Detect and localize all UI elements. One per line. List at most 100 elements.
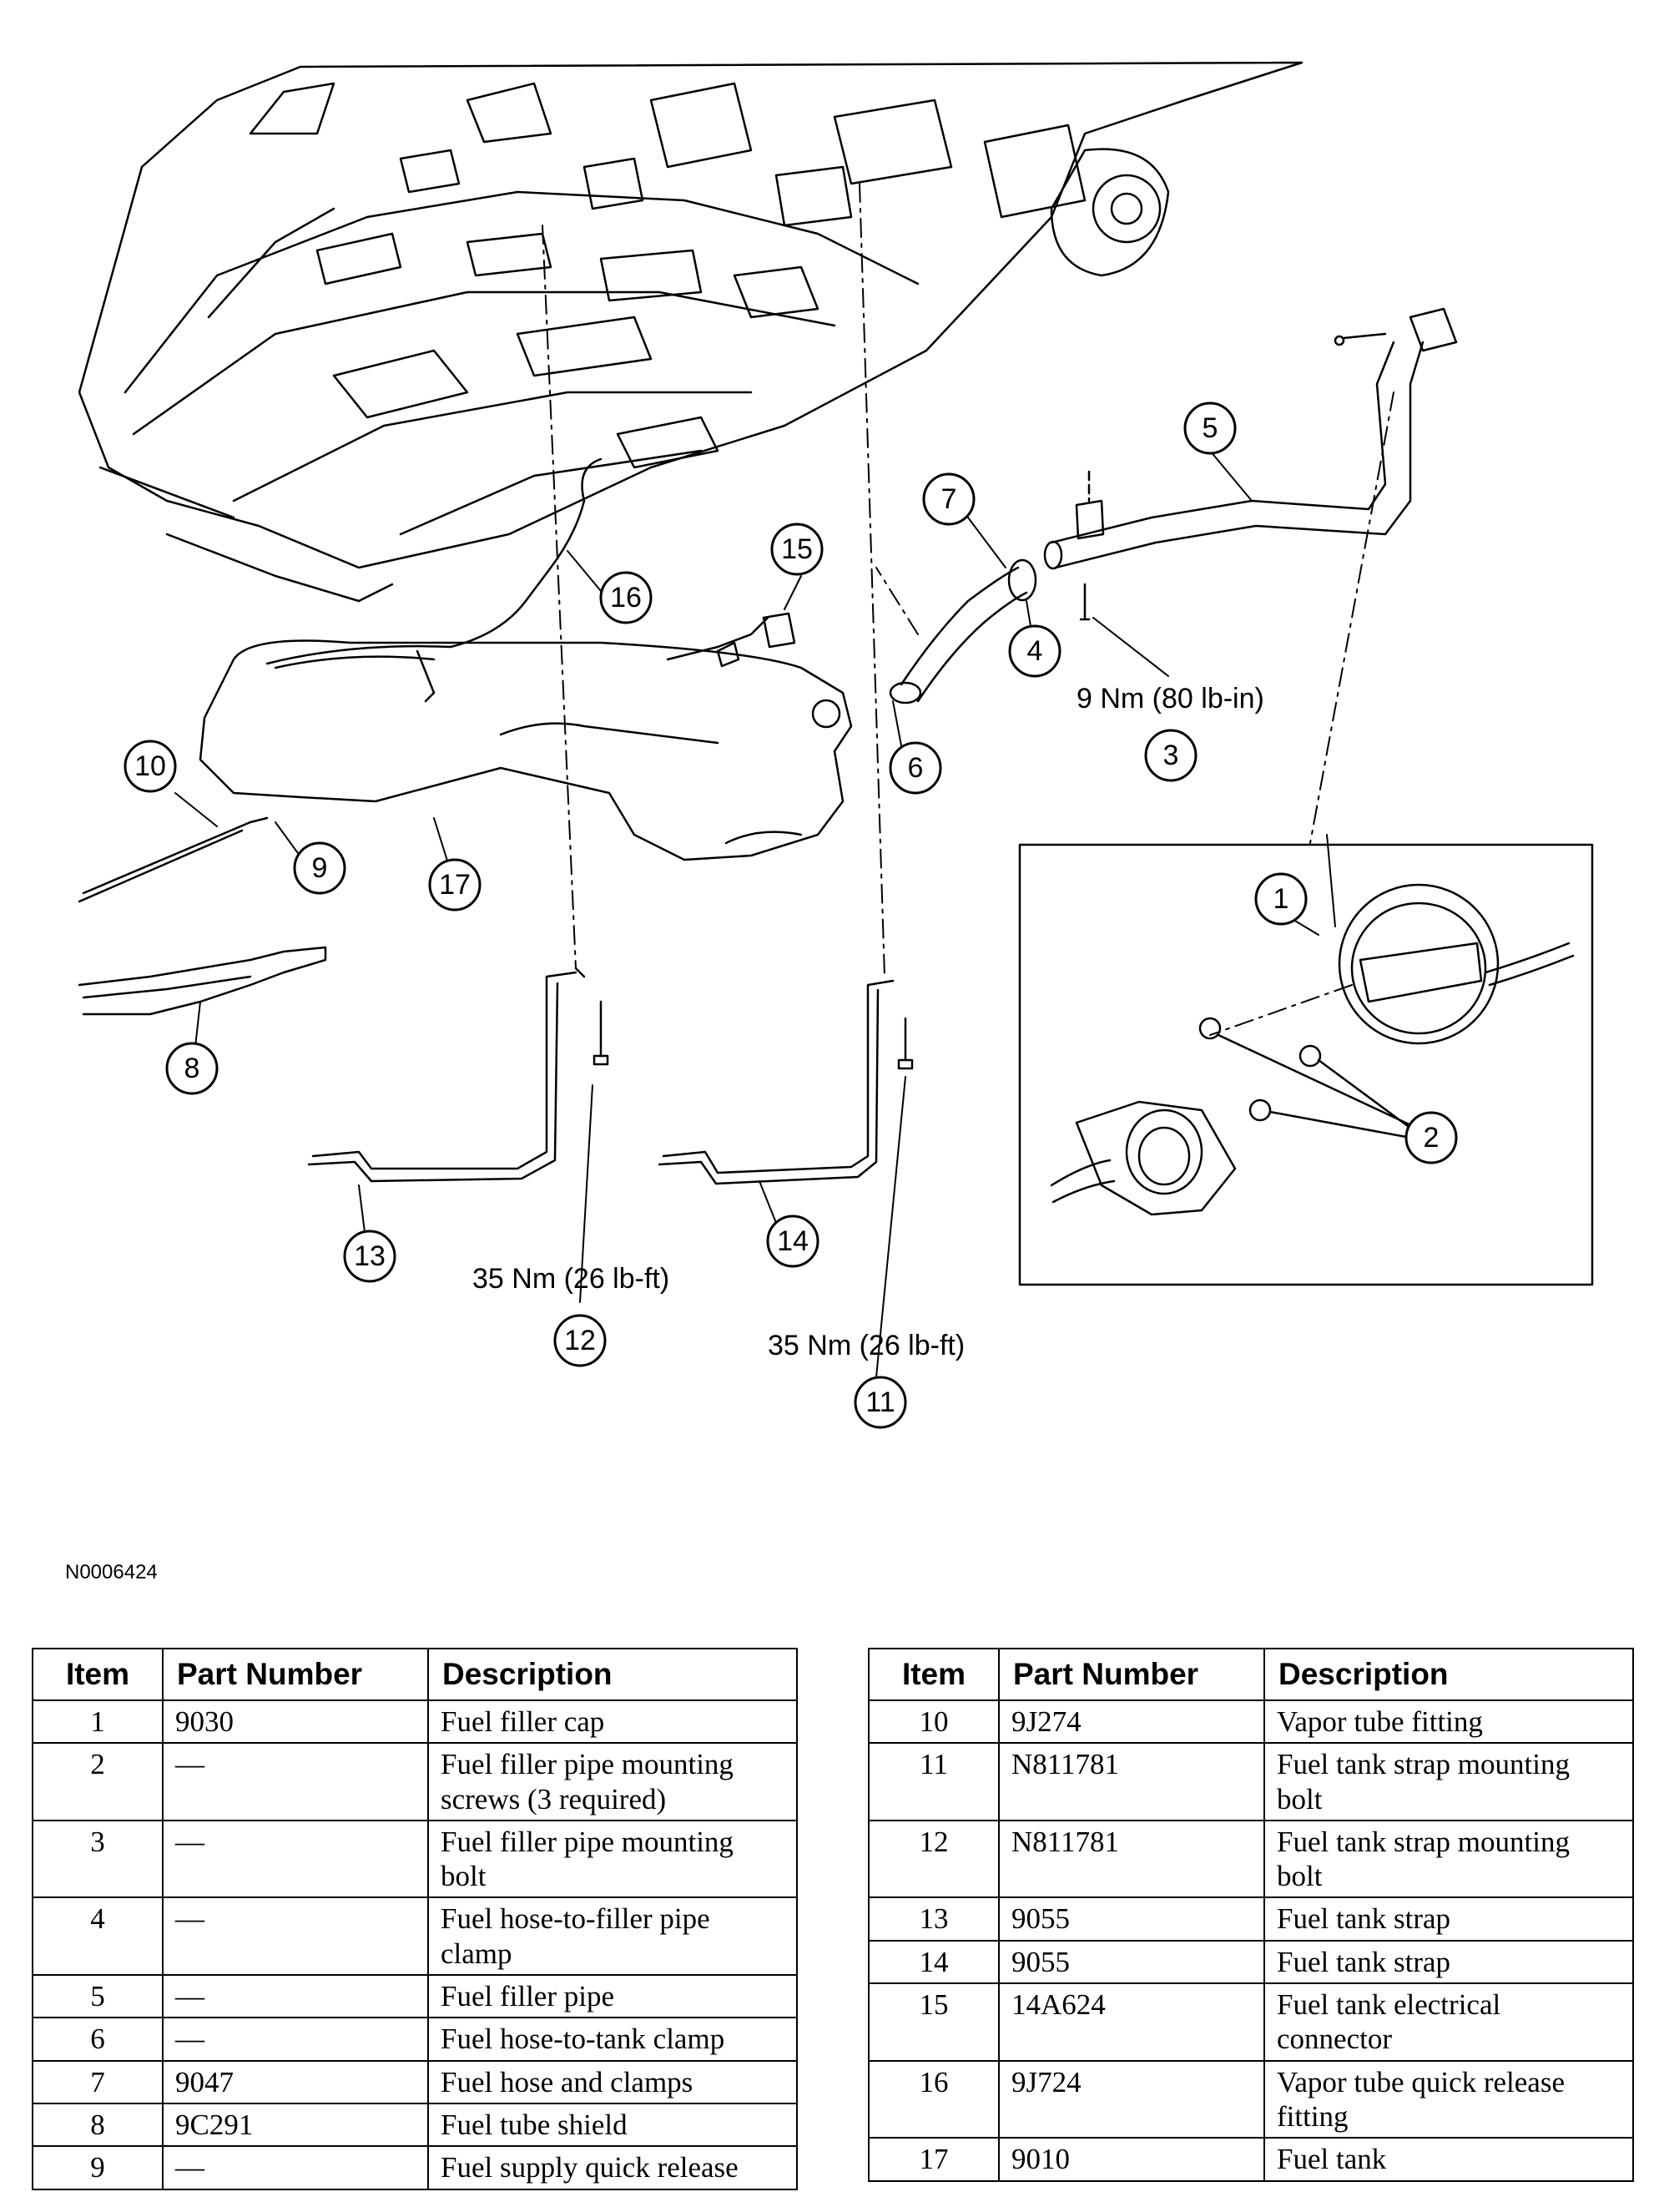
- torque-spec-bolt-11: 35 Nm (26 lb-ft): [768, 1330, 965, 1361]
- cell-item: 3: [32, 1819, 164, 1899]
- header-part-number: Part Number: [162, 1648, 429, 1701]
- fuel-tank-strap-13: [307, 967, 586, 1183]
- cell-item: 9: [32, 2145, 164, 2190]
- callout-label: 6: [908, 752, 924, 784]
- electrical-connector: [716, 612, 796, 668]
- cell-part-number: 9J724: [998, 2059, 1265, 2139]
- callout-1: 1: [1254, 872, 1308, 926]
- callout-label: 17: [439, 869, 471, 901]
- cell-part-number: N811781: [998, 1819, 1265, 1899]
- table-row: 7 9047 Fuel hose and clamps: [32, 2059, 798, 2104]
- cell-part-number: 9C291: [162, 2102, 429, 2148]
- cell-item: 15: [868, 1982, 1000, 2062]
- table-header-row: Item Part Number Description: [868, 1648, 1634, 1701]
- description-line: Fuel filler pipe mounting: [441, 1748, 734, 1781]
- callout-label: 9: [312, 852, 328, 884]
- torque-spec-bolt-3: 9 Nm (80 lb-in): [1077, 683, 1264, 715]
- header-description: Description: [427, 1648, 798, 1701]
- cell-item: 17: [868, 2137, 1000, 2182]
- cell-item: 5: [32, 1974, 164, 2019]
- callout-5: 5: [1183, 401, 1237, 455]
- alignment-lines: [542, 183, 1394, 1036]
- figure-id: N0006424: [65, 1561, 158, 1583]
- callout-label: 7: [941, 483, 957, 515]
- callout-6: 6: [889, 741, 942, 795]
- fuel-tank: [199, 639, 853, 861]
- cell-part-number: 9055: [998, 1939, 1265, 1985]
- table-row: 12 N811781 Fuel tank strap mounting bolt: [868, 1819, 1634, 1899]
- table-row: 10 9J274 Vapor tube fitting: [868, 1699, 1634, 1745]
- table-row: 6 — Fuel hose-to-tank clamp: [32, 2017, 798, 2062]
- callout-12: 12: [553, 1314, 607, 1367]
- table-row: 15 14A624 Fuel tank electrical connector: [868, 1982, 1634, 2062]
- filler-cap-detail-inset: [1018, 834, 1594, 1286]
- callout-8: 8: [165, 1042, 219, 1095]
- table-header-row: Item Part Number Description: [32, 1648, 798, 1701]
- header-part-number: Part Number: [998, 1648, 1265, 1701]
- cell-item: 8: [32, 2102, 164, 2148]
- header-item: Item: [868, 1648, 1000, 1701]
- cell-item: 14: [868, 1939, 1000, 1985]
- callout-label: 11: [865, 1386, 895, 1418]
- cell-description: Fuel hose and clamps: [427, 2059, 798, 2104]
- callout-10: 10: [124, 740, 177, 793]
- cell-part-number: —: [162, 1974, 429, 2019]
- cell-part-number: 14A624: [998, 1982, 1265, 2062]
- table-row: 9 — Fuel supply quick release: [32, 2145, 798, 2190]
- callout-label: 16: [610, 582, 642, 614]
- description-line: Vapor tube quick release: [1277, 2065, 1565, 2098]
- vehicle-underbody: [78, 61, 1304, 603]
- cell-description: Fuel filler pipe mounting bolt: [427, 1819, 798, 1899]
- cell-description: Fuel hose-to-tank clamp: [427, 2017, 798, 2062]
- cell-description: Fuel tank strap: [1263, 1939, 1634, 1985]
- cell-part-number: —: [162, 1896, 429, 1977]
- table-row: 11 N811781 Fuel tank strap mounting bolt: [868, 1742, 1634, 1821]
- callout-15: 15: [770, 523, 824, 576]
- fuel-tube-shield: [78, 946, 327, 1016]
- cell-part-number: —: [162, 2145, 429, 2190]
- callout-label: 10: [134, 750, 166, 782]
- cell-item: 2: [32, 1742, 164, 1821]
- table-row: 13 9055 Fuel tank strap: [868, 1896, 1634, 1942]
- cell-description: Fuel tank strap mounting bolt: [1263, 1742, 1634, 1821]
- cell-item: 7: [32, 2059, 164, 2104]
- cell-item: 12: [868, 1819, 1000, 1899]
- parts-table-left: Item Part Number Description 1 9030 Fuel…: [32, 1648, 798, 2190]
- cell-item: 13: [868, 1896, 1000, 1942]
- table-row: 1 9030 Fuel filler cap: [32, 1699, 798, 1745]
- fuel-lines: [78, 457, 769, 903]
- callout-label: 4: [1027, 635, 1043, 667]
- fuel-tank-strap-14: [658, 979, 895, 1185]
- callout-17: 17: [428, 858, 482, 912]
- table-row: 3 — Fuel filler pipe mounting bolt: [32, 1819, 798, 1899]
- cell-description: Fuel tube shield: [427, 2102, 798, 2148]
- cell-item: 4: [32, 1896, 164, 1977]
- callout-9: 9: [293, 841, 346, 895]
- callout-2: 2: [1404, 1111, 1458, 1164]
- filler-pipe-bracket: [1075, 470, 1105, 621]
- cell-part-number: 9030: [162, 1699, 429, 1745]
- cell-description: Fuel tank: [1263, 2137, 1634, 2182]
- cell-description: Fuel tank strap: [1263, 1896, 1634, 1942]
- callout-label: 15: [781, 533, 813, 565]
- cell-item: 10: [868, 1699, 1000, 1745]
- callout-7: 7: [922, 472, 976, 526]
- cell-part-number: —: [162, 2017, 429, 2062]
- torque-spec-bolt-12: 35 Nm (26 lb-ft): [472, 1263, 669, 1295]
- cell-description: Fuel tank electrical connector: [1263, 1982, 1634, 2062]
- cell-part-number: N811781: [998, 1742, 1265, 1821]
- cell-description: Fuel filler cap: [427, 1699, 798, 1745]
- cell-part-number: 9010: [998, 2137, 1265, 2182]
- cell-description: Fuel filler pipe: [427, 1974, 798, 2019]
- cell-description: Vapor tube fitting: [1263, 1699, 1634, 1745]
- cell-description: Fuel supply quick release: [427, 2145, 798, 2190]
- callout-label: 5: [1203, 412, 1218, 444]
- callout-label: 3: [1163, 740, 1179, 771]
- fuel-filler-pipe: [1043, 307, 1458, 570]
- callout-11: 11: [854, 1376, 907, 1429]
- fuel-system-exploded-diagram: 1 2 3 4 5 6 7 8 9 10 11 12 13 14 15 16 1: [78, 61, 1594, 1429]
- callout-label: 1: [1273, 883, 1289, 915]
